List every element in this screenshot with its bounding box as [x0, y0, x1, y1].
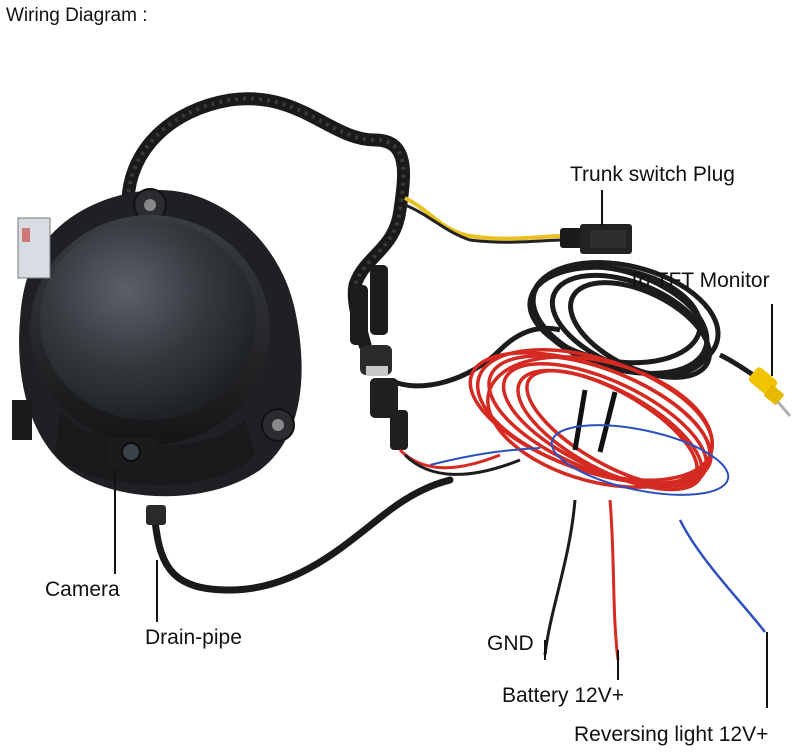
rca-plug: [748, 367, 792, 417]
tft-monitor-label: To TFT Monitor: [628, 269, 770, 292]
camera-label: Camera: [45, 578, 120, 601]
camera-unit: [12, 188, 302, 497]
gnd-wire: [543, 499, 577, 656]
diagram-title: Wiring Diagram :: [6, 5, 148, 26]
gnd-label: GND: [487, 632, 534, 655]
trunk-switch-plug: [560, 224, 632, 254]
reversing-light-label: Reversing light 12V+: [574, 723, 769, 746]
battery-label: Battery 12V+: [502, 684, 624, 707]
drain-pipe-label: Drain-pipe: [145, 626, 242, 649]
video-connectors: [350, 265, 408, 450]
reversing-light-wire: [678, 519, 766, 633]
drain-pipe: [151, 476, 454, 594]
power-cable-coil: [468, 347, 715, 492]
camera-lens: [121, 442, 141, 462]
trunk-switch-wire: [404, 196, 566, 241]
trunk-switch-plug-label: Trunk switch Plug: [570, 163, 735, 186]
battery-wire: [608, 499, 620, 661]
